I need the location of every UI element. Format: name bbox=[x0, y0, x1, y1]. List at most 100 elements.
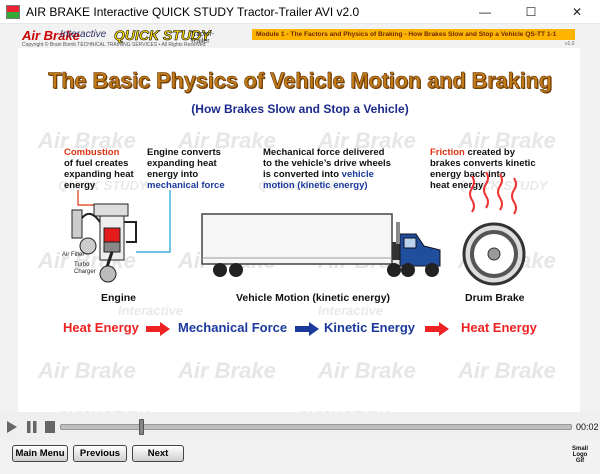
brake-hub bbox=[487, 247, 501, 261]
seek-bar[interactable] bbox=[60, 424, 572, 430]
flow-kinetic-energy: Kinetic Energy bbox=[324, 320, 416, 335]
kinetic-word: motion (kinetic energy) bbox=[263, 180, 368, 191]
combustion-description: Combustion of fuel creates expanding hea… bbox=[64, 147, 134, 191]
turbo-charger-label: Turbo Charger bbox=[74, 262, 96, 276]
crankshaft bbox=[99, 265, 117, 283]
drum-brake-label: Drum Brake bbox=[465, 292, 525, 304]
watermark-text: Interactive bbox=[318, 303, 384, 318]
trailer-wheel bbox=[213, 263, 227, 277]
engine-illustration bbox=[71, 203, 137, 283]
drive-wheel bbox=[401, 263, 415, 277]
playback-time: 00:02 bbox=[576, 422, 599, 432]
desc-line: energy back into bbox=[430, 169, 506, 180]
exhaust-pipe bbox=[124, 221, 137, 243]
heat-wave bbox=[511, 177, 517, 215]
combustion-word: Combustion bbox=[64, 147, 120, 158]
flow-arrow-icon bbox=[425, 322, 449, 336]
watermark-text: QUICK STUDY bbox=[458, 178, 548, 193]
truck-illustration bbox=[201, 213, 441, 277]
watermark-text: Air Brake bbox=[178, 128, 276, 153]
logo-interactive: Interactive bbox=[60, 29, 107, 40]
desc-line: energy into bbox=[147, 169, 199, 180]
navigation-bar: Main Menu Previous Next Small Logo Gif bbox=[0, 440, 600, 474]
next-button[interactable]: Next bbox=[132, 445, 184, 462]
logo-air-brake: Air Brake bbox=[22, 28, 80, 43]
watermark-text: Air Brake bbox=[38, 358, 136, 383]
desc-line: expanding heat bbox=[64, 169, 134, 180]
desc-line: Mechanical force delivered bbox=[263, 147, 385, 158]
watermark-text: Air Brake bbox=[38, 128, 136, 153]
maximize-button[interactable]: ☐ bbox=[525, 5, 537, 19]
turbo-label: Turbo bbox=[74, 262, 90, 268]
air-filter-shape bbox=[71, 209, 83, 239]
trailer-wheel bbox=[229, 263, 243, 277]
watermark-text: Air Brake bbox=[318, 128, 416, 153]
logo-quick-study: QUICK STUDY bbox=[114, 27, 211, 44]
media-controls: 00:02 bbox=[0, 412, 600, 440]
mechanical-force-word: mechanical force bbox=[147, 180, 225, 191]
engine-label: Engine bbox=[101, 292, 137, 304]
watermark-text: Air Brake bbox=[178, 358, 276, 383]
watermark-text: QUICK STUDY bbox=[258, 178, 348, 193]
exhaust-stack bbox=[396, 222, 400, 244]
drive-wheel bbox=[387, 263, 401, 277]
slide-title: The Basic Physics of Vehicle Motion and … bbox=[47, 68, 553, 94]
seek-handle[interactable] bbox=[139, 419, 145, 435]
watermark-text: Interactive bbox=[118, 303, 184, 318]
main-menu-button[interactable]: Main Menu bbox=[12, 445, 68, 462]
flow-arrow-icon bbox=[146, 322, 170, 336]
app-icon bbox=[6, 4, 20, 19]
desc-line: brakes converts kinetic bbox=[430, 158, 536, 169]
watermark-text: QUICK STUDY bbox=[58, 178, 148, 193]
window-controls: — ☐ ✕ bbox=[462, 0, 600, 24]
flow-mechanical-force: Mechanical Force bbox=[178, 320, 288, 335]
small-logo-text: Logo bbox=[572, 452, 588, 458]
version-label: v1.0 bbox=[565, 41, 575, 47]
engine-description: Engine converts expanding heat energy in… bbox=[147, 147, 225, 191]
minimize-button[interactable]: — bbox=[479, 5, 491, 19]
window-title: AIR BRAKE Interactive QUICK STUDY Tracto… bbox=[26, 4, 360, 19]
friction-description: Friction created by brakes converts kine… bbox=[430, 147, 536, 191]
mechanical-description: Mechanical force delivered to the vehicl… bbox=[263, 147, 391, 191]
flow-heat-energy-2: Heat Energy bbox=[461, 320, 537, 335]
desc-line: heat energy bbox=[430, 180, 484, 191]
small-logo-text: Small bbox=[571, 446, 588, 452]
desc-line: to the vehicle’s drive wheels bbox=[263, 158, 391, 169]
flow-arrow-icon bbox=[295, 322, 319, 336]
air-filter-label: Air Filter bbox=[62, 252, 85, 258]
desc-line: is converted into bbox=[263, 169, 342, 180]
pause-icon[interactable] bbox=[26, 420, 38, 434]
trailer-body bbox=[201, 213, 393, 265]
vehicle-motion-label: Vehicle Motion (kinetic energy) bbox=[236, 292, 391, 304]
product-logo: Air Brake Interactive QUICK STUDY Tracto… bbox=[22, 27, 222, 50]
charger-label: Charger bbox=[74, 269, 96, 275]
window-titlebar: AIR BRAKE Interactive QUICK STUDY Tracto… bbox=[0, 0, 600, 24]
mechanical-pointer bbox=[136, 190, 171, 253]
vehicle-word: vehicle bbox=[341, 169, 374, 180]
fifth-wheel bbox=[392, 242, 402, 260]
previous-button[interactable]: Previous bbox=[73, 445, 127, 462]
piston bbox=[103, 241, 121, 253]
slide-subtitle: (How Brakes Slow and Stop a Vehicle) bbox=[191, 102, 409, 116]
turbo-charger-shape bbox=[79, 237, 97, 255]
drum-brake-illustration bbox=[462, 171, 526, 286]
intake-pipe bbox=[81, 212, 101, 223]
small-logo: Small Logo Gif bbox=[566, 446, 594, 464]
watermark-text: Air Brake bbox=[458, 128, 556, 153]
desc-line: energy bbox=[64, 180, 96, 191]
small-logo-text: Gif bbox=[575, 458, 585, 464]
friction-word: Friction bbox=[430, 147, 465, 158]
logo-tractor-trailer: Tractor-Trailer bbox=[190, 31, 215, 45]
module-title-bar: Module 1 - The Factors and Physics of Br… bbox=[252, 29, 575, 40]
desc-line: Engine converts bbox=[147, 147, 221, 158]
play-icon[interactable] bbox=[6, 420, 18, 434]
close-button[interactable]: ✕ bbox=[571, 5, 583, 19]
heat-wave bbox=[497, 173, 503, 211]
heat-wave bbox=[483, 171, 489, 209]
desc-line: expanding heat bbox=[147, 158, 217, 169]
stop-icon[interactable] bbox=[44, 420, 56, 434]
steer-wheel bbox=[425, 263, 439, 277]
valve-cover bbox=[93, 203, 129, 217]
flow-heat-energy-1: Heat Energy bbox=[63, 320, 139, 335]
desc-line: created by bbox=[464, 147, 516, 158]
